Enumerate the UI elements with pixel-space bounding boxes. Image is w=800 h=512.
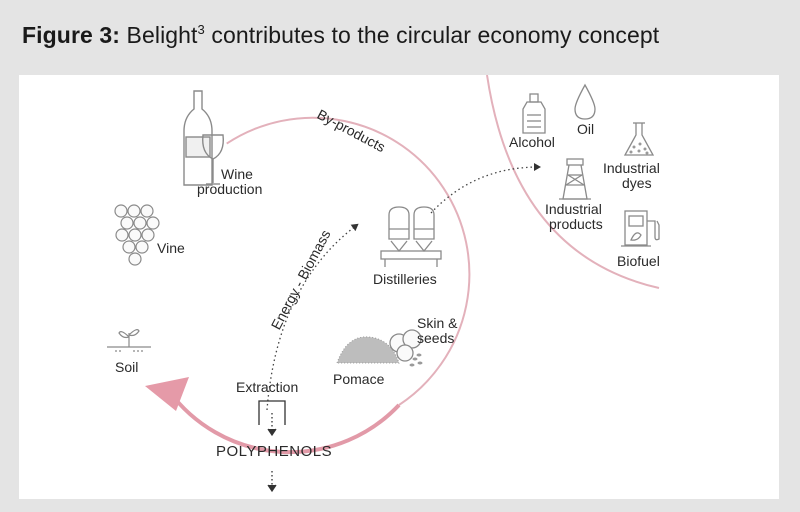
pomace-icon bbox=[336, 336, 400, 364]
energy-biomass-arrow bbox=[266, 223, 359, 411]
extraction-icon bbox=[258, 400, 286, 437]
cycle-arc-lower bbox=[167, 389, 401, 455]
distilleries-label: Distilleries bbox=[373, 271, 437, 287]
figure-title: Figure 3: Belight3 contributes to the ci… bbox=[22, 22, 659, 49]
wine-label-line2: production bbox=[197, 181, 262, 197]
oil-drop-icon bbox=[574, 83, 596, 120]
grapes-icon bbox=[114, 204, 160, 266]
cycle-arc-main bbox=[226, 116, 471, 406]
wine-label-line1: Wine bbox=[221, 166, 253, 182]
figure-number: Figure 3: bbox=[22, 22, 121, 48]
dye-flask-icon bbox=[623, 122, 655, 156]
polyphenols-down-arrow bbox=[267, 471, 277, 493]
fuel-pump-icon bbox=[621, 210, 660, 247]
circular-economy-diagram: By-products Wine production Vine Soil Di… bbox=[107, 75, 660, 493]
soil-label: Soil bbox=[115, 359, 138, 375]
skin-seeds-label-line2: seeds bbox=[417, 330, 454, 346]
skin-seeds-icon bbox=[389, 329, 423, 367]
oil-label: Oil bbox=[577, 121, 594, 137]
cycle-arrowhead bbox=[145, 377, 189, 411]
soil-sprout-icon bbox=[107, 329, 151, 352]
skin-seeds-label-line1: Skin & bbox=[417, 315, 458, 331]
wine-bottle-icon bbox=[183, 90, 213, 186]
wine-glass-icon bbox=[202, 134, 224, 185]
alcohol-bottle-icon bbox=[522, 93, 546, 134]
figure-title-superscript: 3 bbox=[197, 22, 205, 37]
vine-label: Vine bbox=[157, 240, 185, 256]
alcohol-label: Alcohol bbox=[509, 134, 555, 150]
distilleries-icon bbox=[380, 206, 442, 267]
to-products-arrow bbox=[430, 163, 541, 214]
industrial-dyes-label-line1: Industrial bbox=[603, 160, 660, 176]
polyphenols-label: POLYPHENOLS bbox=[216, 443, 332, 460]
biofuel-label: Biofuel bbox=[617, 253, 660, 269]
products-arc bbox=[486, 75, 660, 289]
figure-title-pre: Belight bbox=[120, 22, 198, 48]
industrial-products-label-line2: products bbox=[549, 216, 603, 232]
energy-biomass-label: Energy - Biomass bbox=[268, 227, 334, 332]
extraction-label: Extraction bbox=[236, 379, 298, 395]
figure-title-post: contributes to the circular economy conc… bbox=[204, 22, 660, 48]
industrial-dyes-label-line2: dyes bbox=[622, 175, 652, 191]
oil-derrick-icon bbox=[559, 158, 591, 200]
pomace-label: Pomace bbox=[333, 371, 385, 387]
diagram-panel: By-products Wine production Vine Soil Di… bbox=[19, 75, 779, 499]
industrial-products-label-line1: Industrial bbox=[545, 201, 602, 217]
